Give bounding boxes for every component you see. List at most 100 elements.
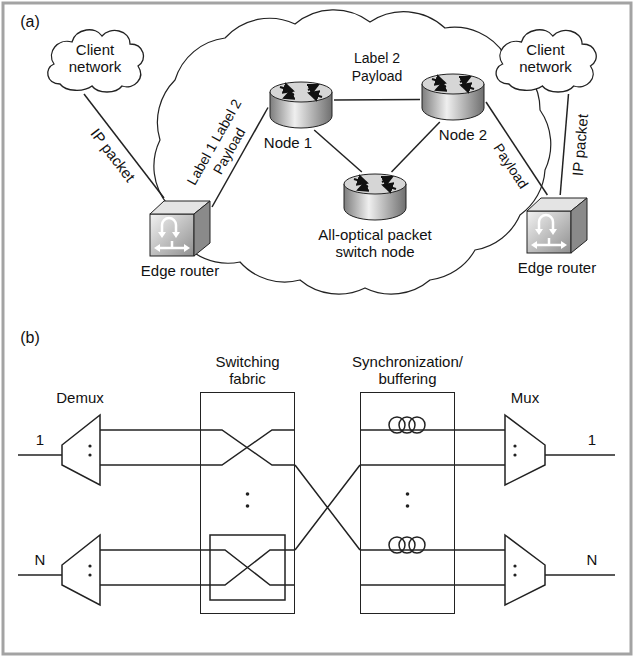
- annotation: 1: [588, 431, 596, 448]
- mux-symbol: [505, 415, 545, 485]
- node-label: Node 1: [264, 134, 312, 151]
- demux-symbol: [18, 415, 100, 605]
- delay-line: [409, 537, 425, 553]
- delay-line: [360, 417, 455, 585]
- network-cloud: [48, 30, 144, 92]
- figure-frame: [3, 3, 631, 654]
- network-cloud: [496, 30, 596, 92]
- node-label: Edge router: [518, 259, 596, 276]
- demux-symbol: [62, 415, 100, 485]
- annotation: Payload: [352, 68, 403, 84]
- switch-node: [284, 94, 294, 98]
- delay-line: [360, 584, 455, 586]
- edge-router: [194, 201, 210, 256]
- mux-symbol: [545, 574, 615, 576]
- link-line: [295, 465, 360, 550]
- edge-router: Edge router: [525, 195, 589, 255]
- switch-node: [344, 174, 406, 194]
- annotation: N: [35, 551, 46, 568]
- annotation: 1: [36, 431, 44, 448]
- switch-node: [342, 172, 408, 222]
- switch-node: Node 2: [420, 72, 486, 122]
- mux-symbol: [505, 535, 545, 605]
- function-block: Synchronization/ buffering: [360, 392, 455, 614]
- delay-line: [360, 464, 455, 466]
- demux-symbol: [18, 574, 62, 576]
- link-line: [560, 94, 568, 195]
- function-block: Switching fabric: [200, 392, 295, 614]
- switch-node: [461, 85, 474, 89]
- switch-node: [354, 179, 367, 183]
- fiber-wire: [455, 549, 505, 551]
- ellipsis-dots: [406, 504, 410, 508]
- switch-node: [436, 86, 446, 90]
- link-line: [334, 99, 420, 101]
- ellipsis-dots: [406, 492, 410, 496]
- delay-line: [360, 549, 455, 551]
- ellipsis-dots: [513, 444, 516, 447]
- delay-line: [399, 537, 415, 553]
- ellipsis-dots: [513, 564, 516, 567]
- fiber-wire: [455, 464, 505, 466]
- fiber-wire: [100, 549, 200, 551]
- edge-router: [535, 229, 543, 235]
- switch-node: [432, 79, 445, 83]
- fiber-wire: [100, 584, 200, 586]
- link-line: [84, 94, 164, 198]
- edge-router: [148, 198, 212, 258]
- figure-frame: [3, 3, 631, 654]
- edge-router: [549, 229, 557, 235]
- mux-symbol: [505, 415, 615, 605]
- annotation: (b): [20, 329, 40, 347]
- fiber-wire: [100, 430, 505, 585]
- link-line: [314, 130, 362, 172]
- ellipsis-dots: [246, 504, 250, 508]
- edge-router: [158, 241, 186, 248]
- switch-node: [420, 72, 486, 122]
- delay-line: [389, 417, 405, 433]
- ellipsis-dots: [246, 492, 250, 496]
- network-cloud: Client network: [40, 22, 150, 94]
- switch-node: [280, 87, 293, 91]
- node-label: Node 2: [439, 126, 487, 143]
- fiber-wire: [100, 429, 200, 431]
- crossbar-switch: [200, 430, 295, 465]
- edge-router: [162, 218, 176, 233]
- edge-router: [535, 238, 563, 245]
- annotation: IP packet: [87, 125, 139, 185]
- demux-symbol: [62, 535, 100, 605]
- edge-router: Edge router: [148, 198, 212, 258]
- annotation: Label 2: [354, 50, 400, 66]
- edge-router: [525, 195, 589, 255]
- switch-node: Node 1: [268, 80, 334, 130]
- ellipsis-dots: [88, 573, 91, 576]
- edge-router: [184, 244, 190, 252]
- ellipsis-dots: [513, 453, 516, 456]
- edge-router: [561, 241, 567, 249]
- demux-symbol: [18, 454, 62, 456]
- ellipsis-dots: [88, 564, 91, 567]
- switch-node: [268, 80, 334, 130]
- switch-node: [460, 77, 470, 82]
- delay-line: [399, 417, 415, 433]
- annotation: (a): [20, 13, 40, 31]
- switch-node: [383, 185, 396, 189]
- annotation: Payload: [490, 140, 531, 191]
- switch-node: All-optical packet switch node: [342, 172, 408, 222]
- annotation: Demux: [56, 389, 104, 406]
- node-label: Client network: [509, 41, 583, 76]
- edge-router: [527, 211, 571, 253]
- core-network-cloud: [154, 10, 551, 294]
- node-label: Switching fabric: [206, 353, 290, 388]
- delay-line: [389, 537, 405, 553]
- annotation: N: [587, 551, 598, 568]
- network-cloud: Client network: [488, 22, 603, 94]
- switch-node: [382, 177, 392, 182]
- edge-router: [172, 232, 180, 238]
- link-line: [486, 102, 547, 195]
- edge-router: [571, 198, 587, 253]
- annotation: Mux: [511, 389, 539, 406]
- crossbar-switch: [200, 430, 295, 600]
- edge-router: [158, 232, 166, 238]
- switch-node: [270, 82, 332, 102]
